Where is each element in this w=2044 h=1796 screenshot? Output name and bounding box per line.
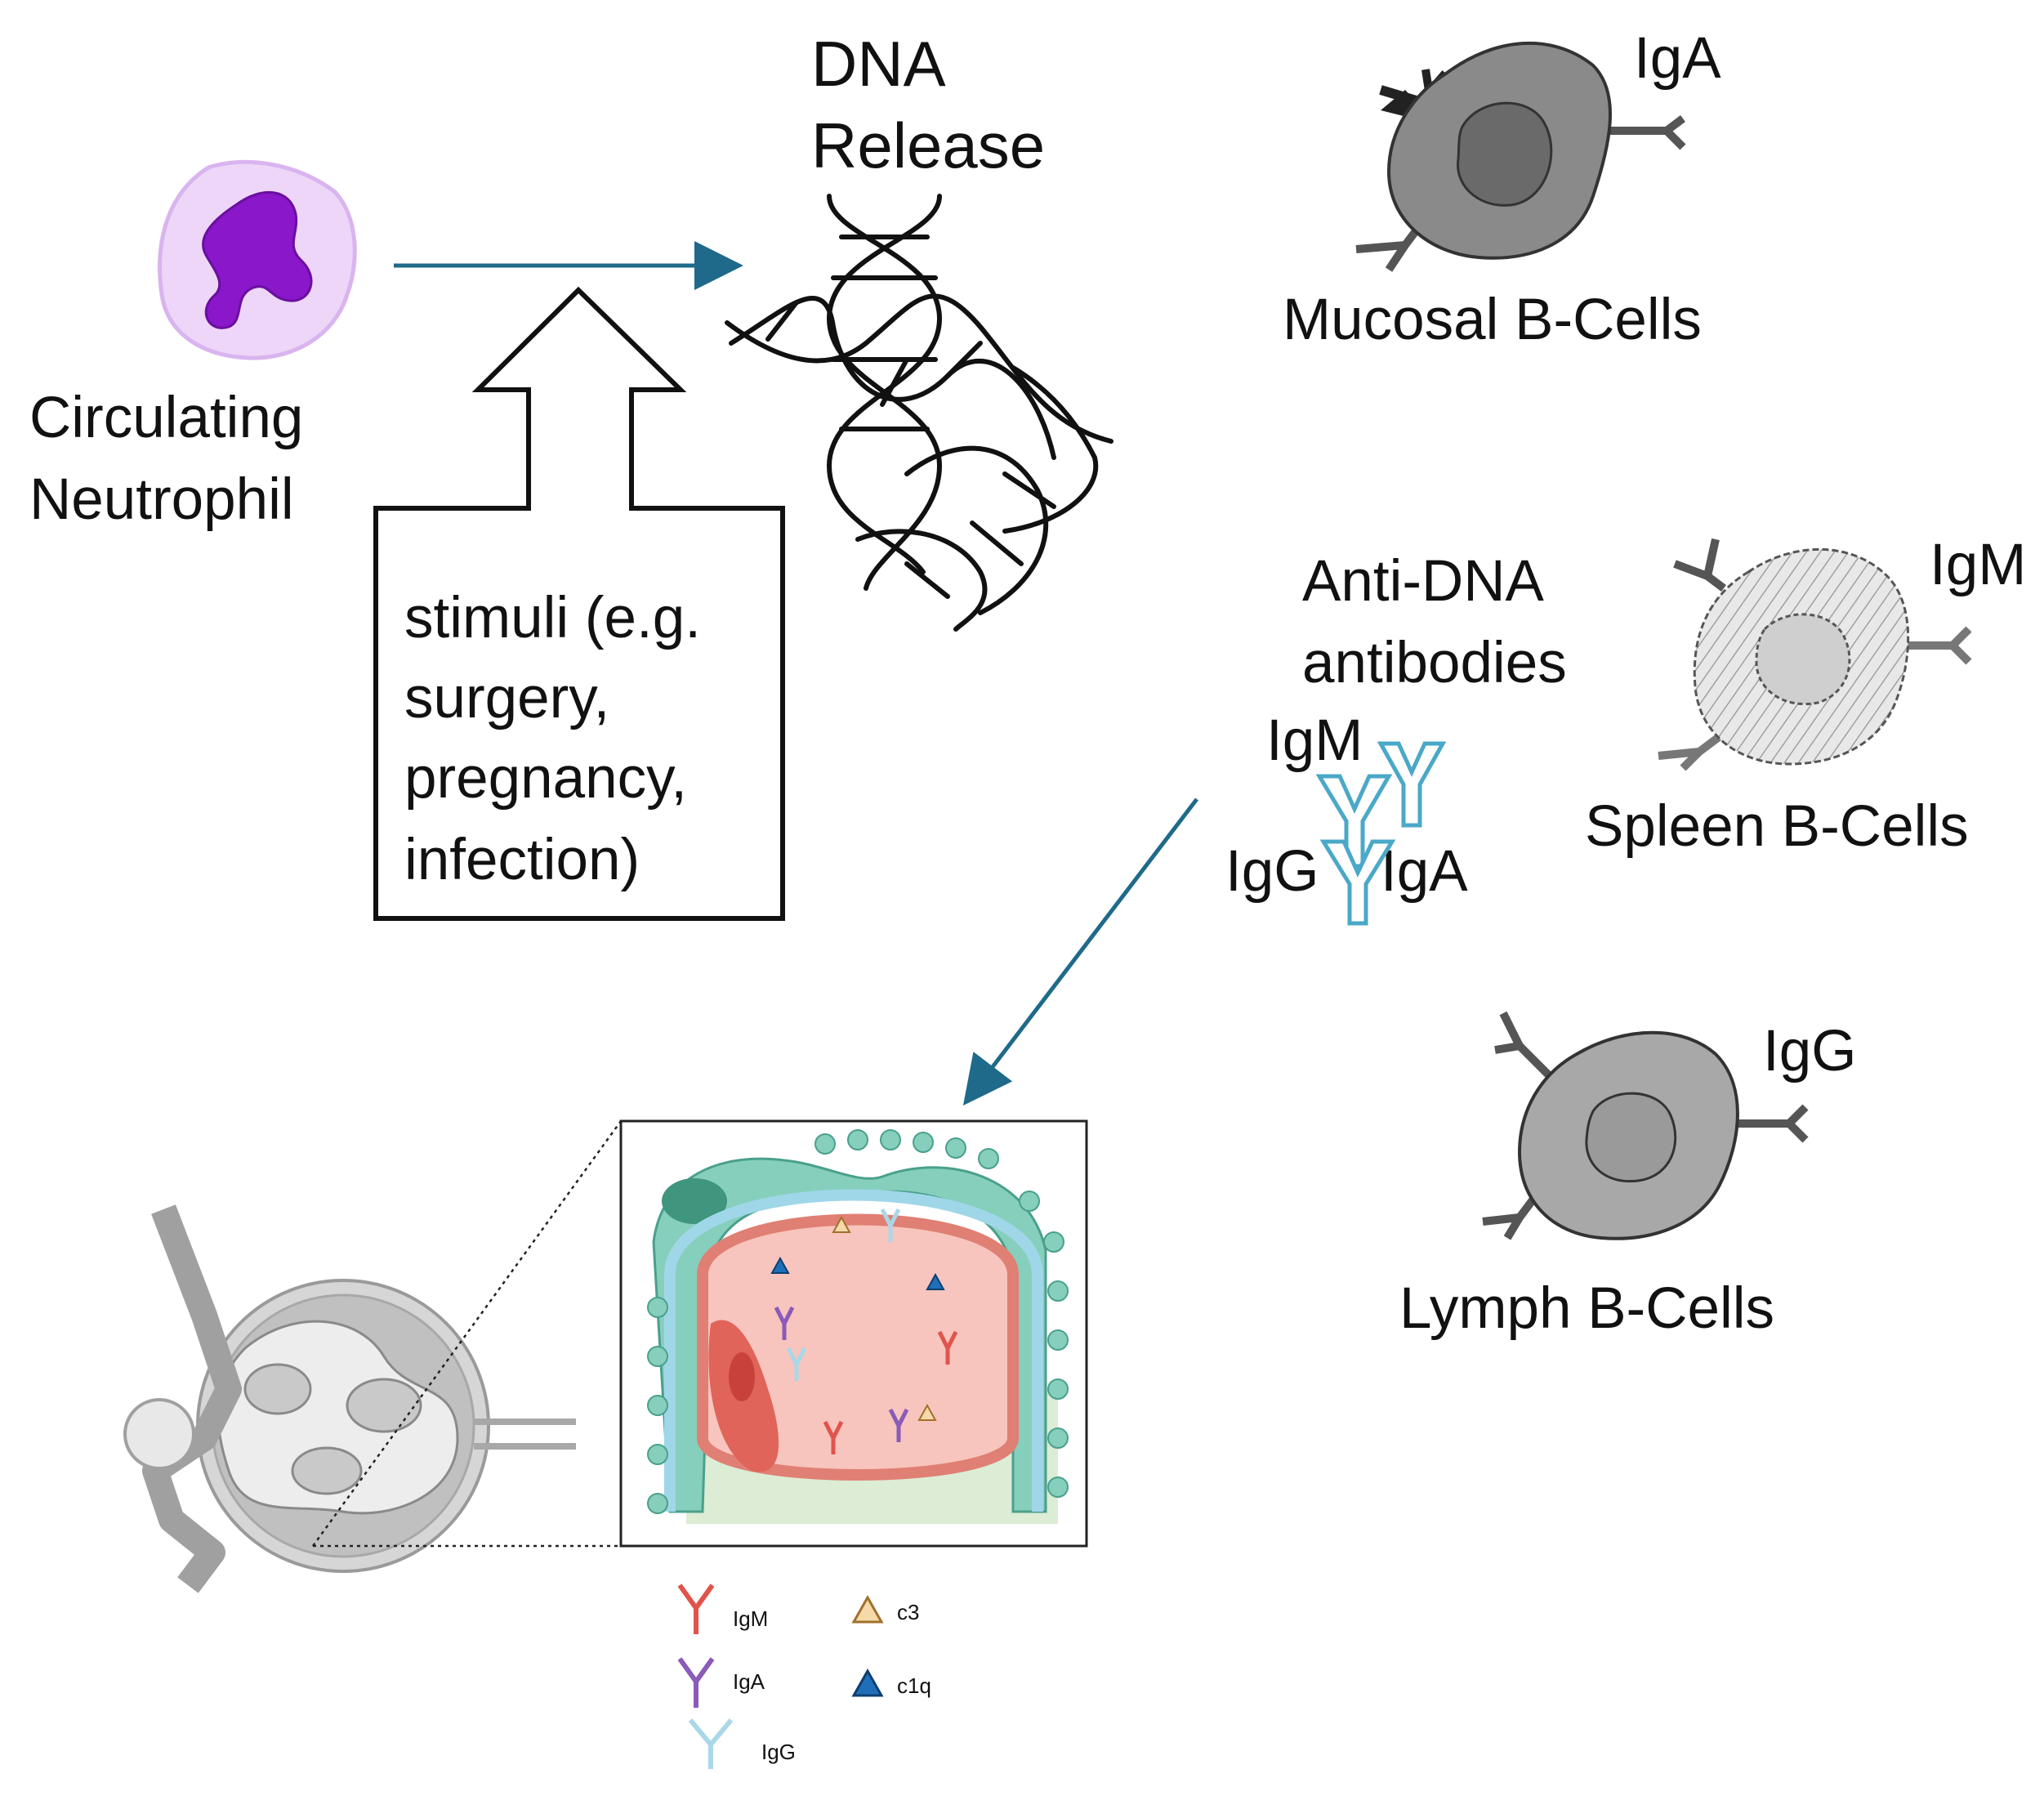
lymph-isotype-label: IgG [1763,1019,1856,1083]
legend-c1q-icon [851,1668,884,1697]
antibodies-title-line1: Anti-DNA [1302,549,1545,614]
lymph-b-cell-icon [1482,1011,1809,1240]
antibody-igg-label: IgG [1225,839,1319,904]
antibodies-title-line2: antibodies [1302,631,1567,695]
neutrophil-label-line1: Circulating [29,386,303,450]
spleen-label: Spleen B-Cells [1585,794,1969,859]
kidney-glomerulus-icon [123,1204,576,1593]
stimuli-line1: stimuli (e.g. [404,586,701,650]
legend: IgM IgA IgG c3 c1q [677,1584,931,1769]
legend-iga-label: IgA [733,1669,765,1694]
mucosal-isotype-label: IgA [1634,26,1721,91]
legend-c3-icon [851,1594,884,1624]
legend-igm-label: IgM [733,1606,768,1631]
legend-c3-label: c3 [897,1600,919,1624]
antibody-igm-label: IgM [1266,708,1363,773]
lymph-label: Lymph B-Cells [1399,1276,1774,1341]
legend-igg-label: IgG [761,1740,796,1764]
deposition-arrow [962,797,1198,1106]
legend-igg-icon [688,1718,734,1769]
legend-iga-icon [677,1657,715,1708]
stimuli-line3: pregnancy, [404,746,687,811]
stimuli-line4: infection) [404,828,640,892]
antibody-iga-label: IgA [1381,839,1468,904]
dna-label-line2: Release [811,109,1045,181]
capillary-inset [647,1129,1069,1524]
stimuli-up-arrow [373,286,785,921]
antibody-y-icons [1315,741,1447,926]
mucosal-label: Mucosal B-Cells [1283,288,1702,352]
dna-double-helix-icon [725,194,1113,632]
legend-igm-icon [677,1584,715,1634]
spleen-isotype-label: IgM [1930,533,2026,597]
spleen-b-cell-icon [1658,538,1972,771]
neutrophil-label-line2: Neutrophil [29,467,294,532]
neutrophil-icon [158,159,357,360]
dna-label-line1: DNA [811,28,946,100]
legend-c1q-label: c1q [897,1673,931,1698]
stimuli-line2: surgery, [404,666,609,730]
mucosal-b-cell-icon [1355,41,1686,272]
